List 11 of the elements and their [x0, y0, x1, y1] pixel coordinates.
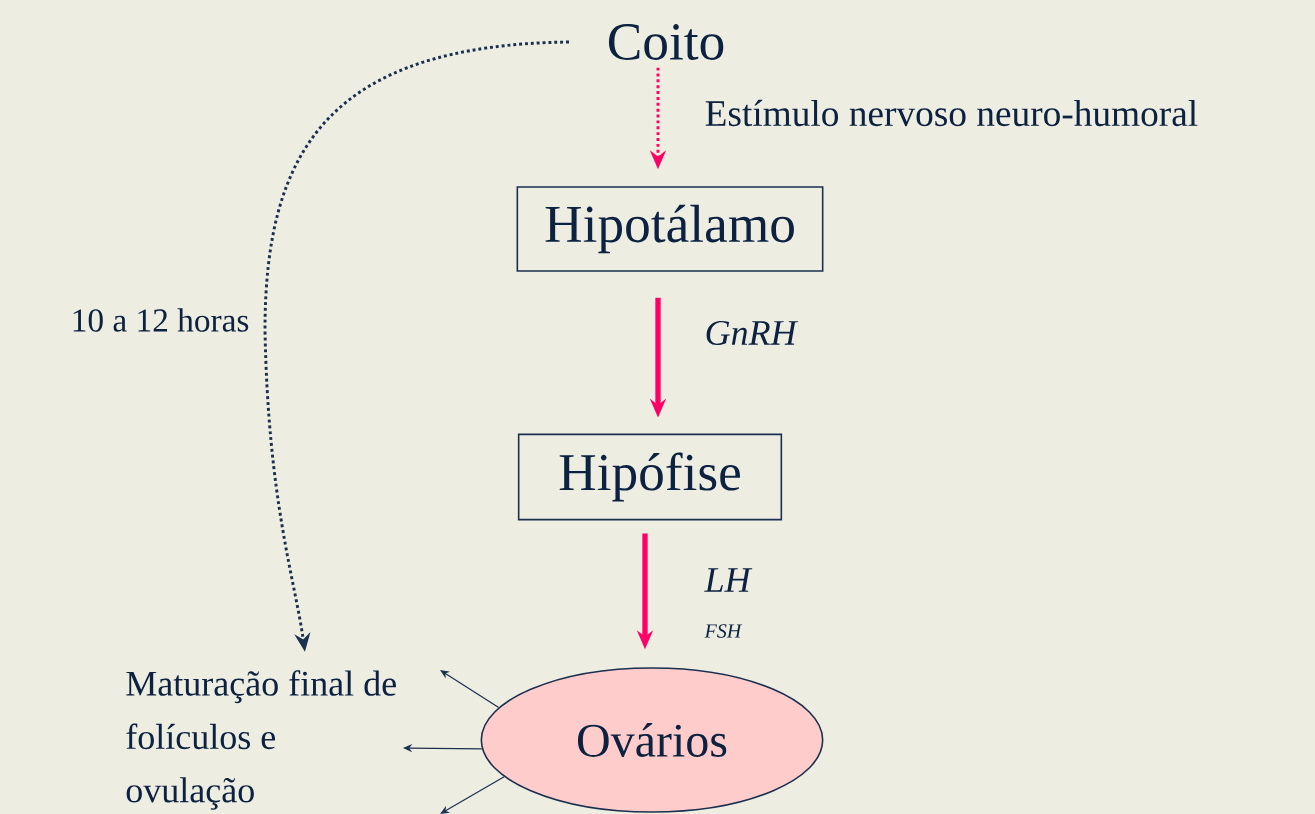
hormone-label: FSH [704, 624, 743, 638]
arrow [440, 776, 505, 814]
node-text: Maturação final de folículos e ovulação [126, 670, 396, 810]
process-box: Hipófise [517, 433, 783, 521]
process-box: Hipotálamo [516, 186, 824, 272]
edge-label: 10 a 12 horas [73, 308, 249, 332]
edge-label: Estímulo nervoso neuro-humoral [705, 99, 1198, 127]
arrow [440, 670, 500, 708]
edge-label: GnRH [706, 320, 799, 346]
node-text: Coito [608, 24, 724, 60]
edge-label: LH [704, 568, 753, 592]
